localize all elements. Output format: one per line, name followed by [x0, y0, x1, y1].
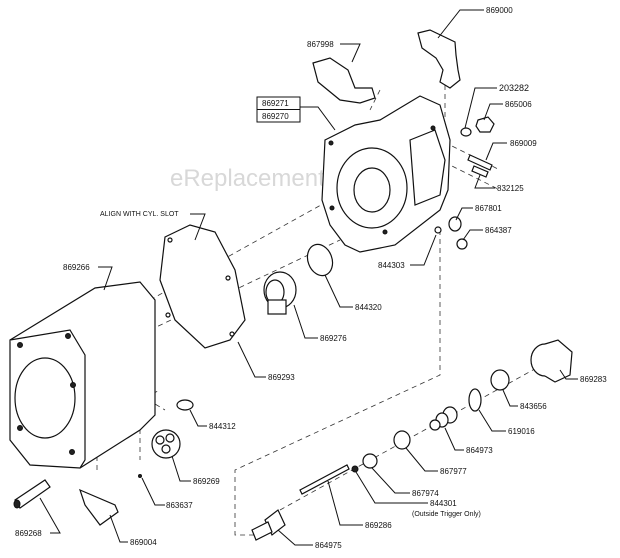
part-number-869268: 869268	[15, 529, 42, 538]
housing	[321, 95, 451, 253]
part-number-865006: 865006	[505, 100, 532, 109]
cylinder-869266	[9, 281, 156, 469]
pin-869009	[467, 154, 493, 171]
oring-844312	[176, 399, 194, 411]
rod-869286	[299, 464, 350, 495]
part-number-869270: 869270	[262, 112, 289, 121]
part-number-869009: 869009	[510, 139, 537, 148]
seat-867974	[362, 453, 378, 469]
part-number-864975: 864975	[315, 541, 342, 550]
valve-867977	[393, 430, 411, 450]
pin-832125	[471, 165, 489, 178]
part-number-843656: 843656	[520, 402, 547, 411]
part-number-867801: 867801	[475, 204, 502, 213]
ball-844303	[434, 226, 442, 234]
part-number-867977: 867977	[440, 467, 467, 476]
part-number-869004: 869004	[130, 538, 157, 547]
outside-trigger-note: (Outside Trigger Only)	[412, 511, 481, 518]
plate-869004	[79, 488, 119, 526]
inlet-869283	[530, 339, 573, 383]
part-number-844303: 844303	[378, 261, 405, 270]
plug-867801	[448, 216, 462, 232]
spring-864973	[429, 406, 458, 431]
part-number-844320: 844320	[355, 303, 382, 312]
part-number-844312: 844312	[209, 422, 236, 431]
plate-869269	[151, 429, 181, 459]
screw-864387	[456, 238, 468, 250]
part-number-869271: 869271	[262, 99, 289, 108]
trigger-864975	[251, 509, 286, 541]
valve-869276	[263, 271, 297, 315]
part-number-619016: 619016	[508, 427, 535, 436]
part-number-864973: 864973	[466, 446, 493, 455]
part-number-869276: 869276	[320, 334, 347, 343]
part-number-869266: 869266	[63, 263, 90, 272]
part-number-832125: 832125	[497, 184, 524, 193]
bushing-843656	[490, 369, 510, 391]
part-number-867974: 867974	[412, 489, 439, 498]
nut-865006	[475, 116, 495, 133]
part-number-844301: 844301	[430, 499, 457, 508]
part-number-864387: 864387	[485, 226, 512, 235]
oring-844320	[306, 243, 334, 277]
part-labels: 869000 867998 203282 865006 869009 83212…	[15, 6, 607, 550]
part-number-869283: 869283	[580, 375, 607, 384]
oring-844301	[351, 465, 359, 473]
pin-863637	[138, 474, 142, 478]
align-note: ALIGN WITH CYL. SLOT	[100, 211, 179, 218]
oring-203282	[460, 127, 472, 137]
part-number-867998: 867998	[307, 40, 334, 49]
trigger-869000	[417, 29, 461, 89]
part-number-869293: 869293	[268, 373, 295, 382]
retainer-619016	[468, 388, 482, 412]
part-number-863637: 863637	[166, 501, 193, 510]
part-number-869000: 869000	[486, 6, 513, 15]
housing-part-numbers: 869271 869270	[256, 96, 301, 123]
part-number-869286: 869286	[365, 521, 392, 530]
part-number-869269: 869269	[193, 477, 220, 486]
lever-867998	[312, 57, 376, 104]
gasket-869293	[159, 224, 246, 349]
leader-lines	[39, 9, 578, 546]
part-number-203282: 203282	[499, 83, 529, 93]
